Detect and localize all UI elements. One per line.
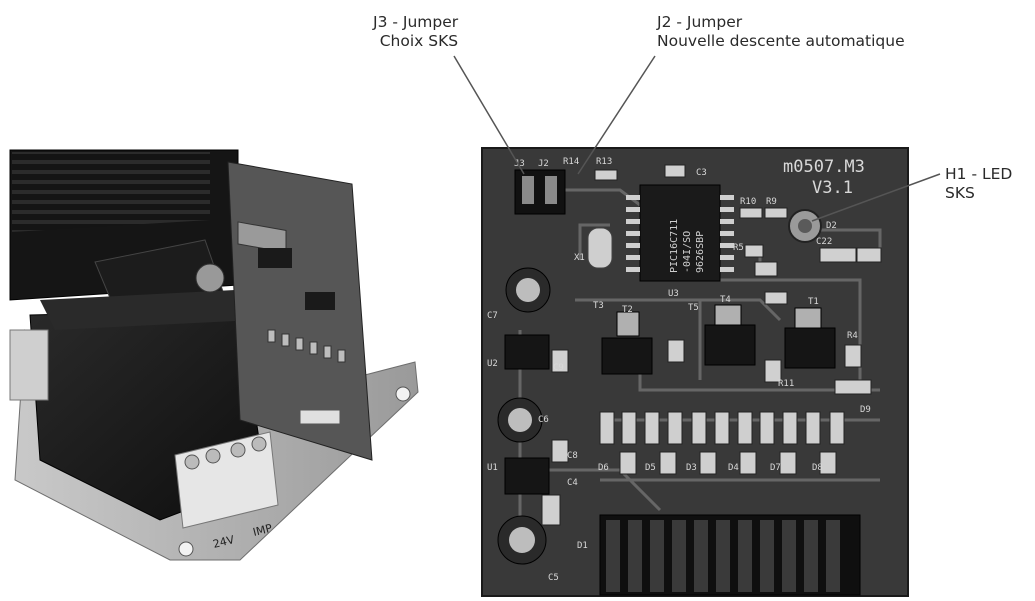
chip-text-line2: -04I/SO [682,231,693,273]
leader-line-h1 [811,173,941,222]
electrolytic-capacitors [497,267,551,565]
silk-t3: T3 [593,301,604,311]
chip-text-line1: PIC16C711 [669,219,680,273]
module-photo: 24V IMP [9,149,419,561]
callout-j3: J3 - Jumper Choix SKS [373,13,458,51]
jumper-pin [545,176,557,204]
callout-h1: H1 - LED SKS [945,165,1012,203]
silk-u1: U1 [487,463,498,473]
silk-c22: C22 [816,237,832,247]
screw-icon [230,442,246,458]
silk-r11: R11 [778,379,794,389]
smd-components [541,164,882,526]
mount-hole-icon [178,541,194,557]
mount-hole-icon [395,386,411,402]
silk-c7: C7 [487,311,498,321]
microcontroller-chip [626,184,734,282]
module-side-connector [9,329,49,401]
callout-h1-title: H1 - LED [945,165,1013,183]
silk-d2: D2 [826,221,837,231]
callout-j2: J2 - Jumper Nouvelle descente automatiqu… [657,13,905,51]
led-h1-core [798,219,812,233]
silk-c5: C5 [548,573,559,583]
leader-line-j3 [453,55,525,175]
terminal-label-24v: 24V [212,533,236,551]
silk-c6: C6 [538,415,549,425]
callout-h1-desc: SKS [945,184,975,202]
silk-t1: T1 [808,297,819,307]
leader-line-j2 [577,55,656,175]
callout-j3-title: J3 - Jumper [373,13,459,31]
pcb-board: m0507.M3 V3.1 PIC16C711 -04I/SO 9626SBP … [481,147,909,597]
chip-text-line3: 9626SBP [695,231,706,273]
silk-d4: D4 [728,463,739,473]
silk-r14: R14 [563,157,579,167]
silk-t5: T5 [688,303,699,313]
silk-c8: C8 [567,451,578,461]
module-transformer-top [40,290,255,330]
diode-row [599,411,845,475]
silk-d6: D6 [598,463,609,473]
screw-icon [205,448,221,464]
module-housing-fins [12,152,210,232]
silk-j3: J3 [514,159,525,169]
leader-lines [453,55,941,222]
silk-u3: U3 [668,289,679,299]
silk-r5: R5 [733,243,744,253]
silk-d8: D8 [812,463,823,473]
silk-d7: D7 [770,463,781,473]
screw-icon [184,454,200,470]
jumper-pin [522,176,534,204]
terminal-label-imp: IMP [252,522,274,539]
silk-r13: R13 [596,157,612,167]
pcb-version: V3.1 [812,178,853,198]
silk-u2: U2 [487,359,498,369]
silk-c3: C3 [696,168,707,178]
silk-d3: D3 [686,463,697,473]
pin-header-connector [599,514,861,596]
silk-j2: J2 [538,159,549,169]
silk-r9: R9 [766,197,777,207]
crystal-x1 [587,227,613,269]
silk-x1: X1 [574,253,585,263]
module-daughter-board [195,161,373,461]
pcb-board-id: m0507.M3 [783,157,865,177]
terminal-block [174,431,279,529]
power-transistors [504,304,836,495]
silk-d5: D5 [645,463,656,473]
silk-d9: D9 [860,405,871,415]
callout-j2-title: J2 - Jumper [657,13,743,31]
silk-r4: R4 [847,331,858,341]
callout-j3-desc: Choix SKS [379,32,459,50]
silk-d1: D1 [577,541,588,551]
callout-j2-desc: Nouvelle descente automatique [657,32,905,50]
silk-c4: C4 [567,478,578,488]
silk-t4: T4 [720,295,731,305]
silk-r10: R10 [740,197,756,207]
silk-c9: C9 [553,363,564,373]
silk-t2: T2 [622,305,633,315]
screw-icon [251,436,267,452]
